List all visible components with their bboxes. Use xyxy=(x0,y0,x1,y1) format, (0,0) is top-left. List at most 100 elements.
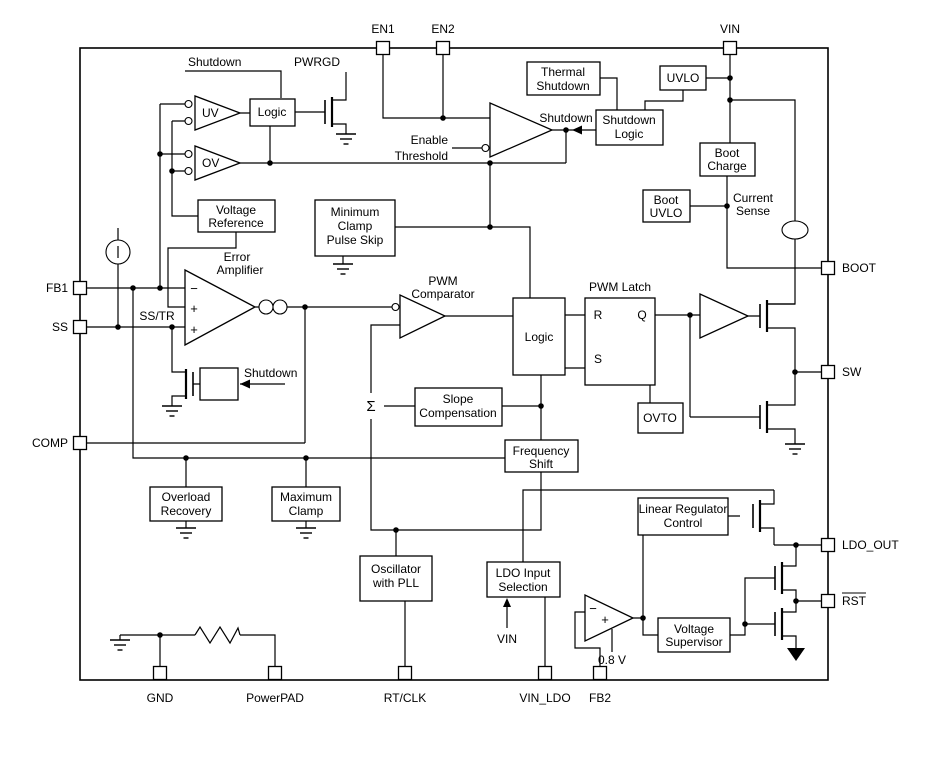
ground-icon xyxy=(335,133,357,145)
pwrgd-mosfet-icon xyxy=(324,97,334,127)
label-boot-uvlo-2: UVLO xyxy=(650,206,683,220)
label-shutdown-top: Shutdown xyxy=(188,55,241,69)
function-boxes xyxy=(149,61,756,653)
label-oscillator-2: with PLL xyxy=(372,576,419,590)
boot-uvlo-box xyxy=(642,189,691,223)
ground-icon xyxy=(784,443,806,455)
uv-comparator xyxy=(194,95,242,131)
pin-label-vin-ldo: VIN_LDO xyxy=(519,691,570,705)
pwm-comparator-triangle xyxy=(399,293,447,340)
ground-icon xyxy=(295,527,317,539)
pin-label-ss: SS xyxy=(52,320,68,334)
pin-fb1 xyxy=(72,280,88,296)
ground-icon xyxy=(332,263,354,275)
ground-icon xyxy=(175,527,197,539)
label-minimum-clamp-1: Minimum xyxy=(331,205,380,219)
uvlo-box xyxy=(659,65,707,91)
enable-comparator xyxy=(489,102,554,158)
wires-left-mid xyxy=(87,228,505,528)
label-shutdown-en: Shutdown xyxy=(539,111,592,125)
minimum-clamp-box xyxy=(314,199,396,257)
voltage-reference-box xyxy=(197,199,276,233)
pin-label-comp: COMP xyxy=(32,436,68,450)
label-main-logic: Logic xyxy=(525,330,554,344)
label-boot-uvlo-1: Boot xyxy=(654,193,679,207)
wires-bottom-left xyxy=(119,634,276,666)
thermal-shutdown-box xyxy=(526,61,601,96)
label-maxclamp-2: Clamp xyxy=(289,504,324,518)
label-thermal-shutdown-1: Thermal xyxy=(541,65,585,79)
label-ovto: OVTO xyxy=(643,411,677,425)
main-logic-box xyxy=(512,297,566,376)
gm-output-circle xyxy=(272,299,288,315)
pin-comp xyxy=(72,435,88,451)
label-thermal-shutdown-2: Shutdown xyxy=(536,79,589,93)
pin-en1 xyxy=(375,40,391,56)
label-supervisor-2: Supervisor xyxy=(665,635,722,649)
label-latch-q: Q xyxy=(637,308,646,322)
pin-label-vin: VIN xyxy=(720,22,740,36)
slope-compensation-box xyxy=(414,387,503,427)
ov-comparator xyxy=(194,145,242,181)
junction-dots xyxy=(115,75,799,638)
chip-boundary xyxy=(79,47,829,681)
ground-icon xyxy=(109,639,131,651)
label-vin-arrow: VIN xyxy=(497,632,517,646)
boot-charge-box xyxy=(699,142,756,177)
pin-rt-clk xyxy=(397,665,413,681)
label-maxclamp-1: Maximum xyxy=(280,490,332,504)
ground-triangle-icon xyxy=(787,648,805,661)
label-shutdown-logic-1: Shutdown xyxy=(602,113,655,127)
voltage-supervisor-box xyxy=(657,617,731,653)
current-sense-icon xyxy=(781,220,809,240)
label-slope-1: Slope xyxy=(443,392,474,406)
label-ea-minus: − xyxy=(190,281,198,296)
shutdown-switch-box xyxy=(199,367,239,401)
label-0v8: 0.8 V xyxy=(598,653,626,667)
low-side-mosfet-icon xyxy=(759,401,769,433)
label-current-sense-1: Current xyxy=(733,191,774,205)
label-pwm-comparator-2: Comparator xyxy=(411,287,474,301)
error-amplifier-triangle xyxy=(184,268,257,347)
block-labels: Shutdown PWRGD UV OV Logic Thermal Shutd… xyxy=(139,55,773,667)
label-minimum-clamp-3: Pulse Skip xyxy=(327,233,384,247)
label-latch-s: S xyxy=(594,352,602,366)
pin-sw xyxy=(820,364,836,380)
label-uv: UV xyxy=(202,106,219,120)
pin-label-sw: SW xyxy=(842,365,862,379)
pin-labels: EN1 EN2 VIN FB1 SS COMP BOOT SW LDO_OUT … xyxy=(32,22,899,705)
ground-symbols xyxy=(109,133,806,661)
label-shutdown-logic-2: Logic xyxy=(615,127,644,141)
gm-output-circle xyxy=(258,299,274,315)
pin-en2 xyxy=(435,40,451,56)
frequency-shift-box xyxy=(504,439,579,473)
pin-label-rt-clk: RT/CLK xyxy=(384,691,426,705)
label-lrc-2: Control xyxy=(664,516,703,530)
wires xyxy=(87,55,821,666)
wires-power-stage xyxy=(690,303,821,444)
pin-label-fb1: FB1 xyxy=(46,281,68,295)
resistor xyxy=(194,625,241,645)
pin-fb2 xyxy=(592,665,608,681)
ldo-input-selection-box xyxy=(486,561,561,598)
shutdown-arrow-icon xyxy=(572,125,582,135)
label-frequency-shift-2: Shift xyxy=(529,457,554,471)
label-latch-r: R xyxy=(594,308,603,322)
wires-top-right xyxy=(382,55,821,305)
label-lrc-1: Linear Regulator xyxy=(639,502,728,516)
label-oscillator-1: Oscillator xyxy=(371,562,421,576)
pin-label-en1: EN1 xyxy=(371,22,395,36)
pin-label-boot: BOOT xyxy=(842,261,877,275)
pin-label-rst: RST xyxy=(842,594,867,608)
label-threshold: Threshold xyxy=(395,149,448,163)
label-slope-2: Compensation xyxy=(419,406,496,420)
pwm-latch-box xyxy=(584,297,656,386)
label-pg-logic: Logic xyxy=(258,105,287,119)
label-ov: OV xyxy=(202,156,219,170)
oscillator-box xyxy=(359,555,433,602)
label-uvlo: UVLO xyxy=(667,71,700,85)
label-pwrgd: PWRGD xyxy=(294,55,340,69)
label-ldo-plus: + xyxy=(601,612,609,627)
